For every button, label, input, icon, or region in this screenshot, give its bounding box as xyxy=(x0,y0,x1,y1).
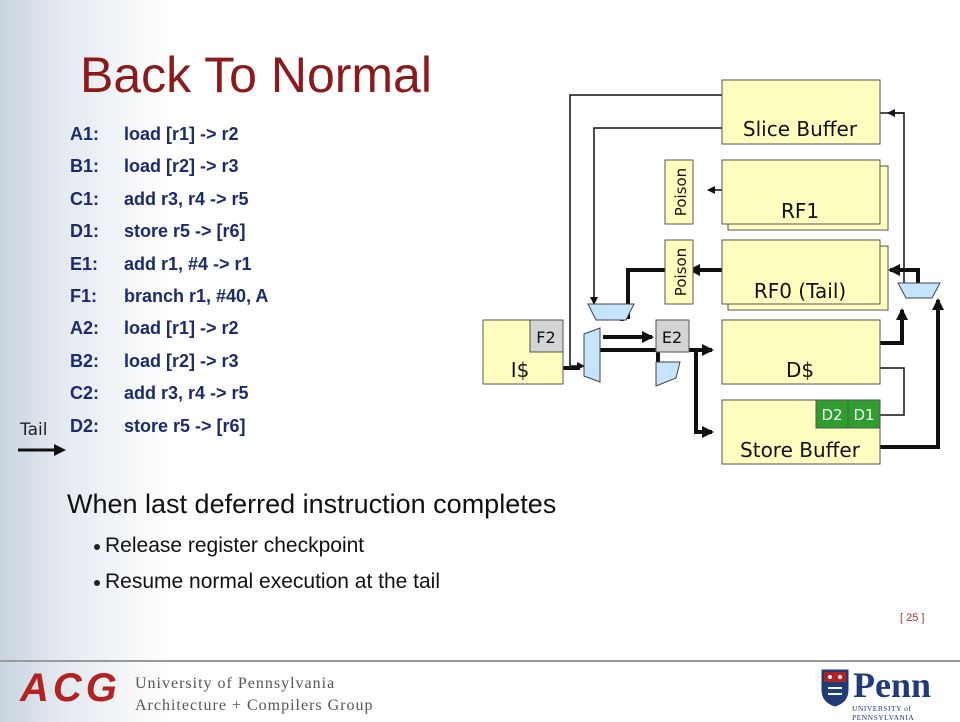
fetch-mux xyxy=(583,327,601,383)
penn-shield-icon xyxy=(821,669,849,707)
poison-bottom-box xyxy=(664,239,694,305)
code-label: B2: xyxy=(70,350,100,371)
d2-label: D2 xyxy=(821,406,842,424)
wire-regmux-up xyxy=(626,268,670,319)
footer-divider xyxy=(0,660,960,662)
wire-slice-to-regmux xyxy=(590,127,722,305)
slice-buffer-label: Slice Buffer xyxy=(743,117,858,141)
acg-logo: ACG xyxy=(20,666,121,710)
page-number: [ 25 ] xyxy=(900,612,925,624)
code-instruction: load [r1] -> r2 xyxy=(124,318,239,339)
wire-storebuffer-up xyxy=(880,298,944,449)
dcache-label: D$ xyxy=(786,358,814,382)
e2-stage xyxy=(655,319,690,353)
d1-entry xyxy=(847,399,881,429)
penn-logo-subtext: UNIVERSITY of PENNSYLVANIA xyxy=(852,704,915,722)
code-instruction: add r3, r4 -> r5 xyxy=(124,188,249,209)
wire-to-storebuffer xyxy=(694,350,714,438)
code-line: B1: load [r2] -> r3 xyxy=(70,156,268,188)
code-label: A1: xyxy=(70,124,100,144)
d2-entry xyxy=(815,399,849,429)
bullet-list: Release register checkpoint Resume norma… xyxy=(93,534,440,606)
code-line: A2: load [r1] -> r2 xyxy=(70,318,268,350)
icache-box xyxy=(482,319,564,385)
code-line: A1: load [r1] -> r2 xyxy=(70,124,268,156)
poison-top-label: Poison xyxy=(672,168,690,216)
slide-title: Back To Normal xyxy=(80,47,432,103)
code-label: A2: xyxy=(70,318,100,339)
tail-label: Tail xyxy=(20,420,48,440)
penn-logo-text: Penn xyxy=(853,665,932,705)
code-label: D1: xyxy=(70,221,100,242)
rf1-box xyxy=(721,159,881,225)
rf0-label: RF0 (Tail) xyxy=(754,279,846,303)
f2-stage xyxy=(529,319,564,353)
store-buffer-label: Store Buffer xyxy=(740,438,861,462)
writeback-mux xyxy=(897,282,941,299)
code-label: F1: xyxy=(70,285,97,306)
code-instruction: load [r2] -> r3 xyxy=(124,156,239,177)
d1-label: D1 xyxy=(853,406,874,424)
code-instruction: add r1, #4 -> r1 xyxy=(124,253,252,274)
code-label: C2: xyxy=(70,383,100,404)
wire-dcache-to-d1 xyxy=(878,367,905,416)
rf0-box xyxy=(721,239,881,305)
wire-mux-to-rf0 xyxy=(888,264,920,283)
code-instruction: load [r2] -> r3 xyxy=(124,350,239,371)
code-instruction: add r3, r4 -> r5 xyxy=(124,383,249,404)
dcache-box xyxy=(721,319,881,385)
code-label: B1: xyxy=(70,156,100,177)
rf1-label: RF1 xyxy=(781,199,819,223)
wire-slice-to-mux xyxy=(569,94,722,370)
upenn-wordmark: University of Pennsylvania Architecture … xyxy=(135,673,374,717)
code-instruction: store r5 -> [r6] xyxy=(124,221,246,242)
code-instruction: load [r1] -> r2 xyxy=(124,124,239,144)
e2-latch xyxy=(655,361,681,387)
tail-arrow-icon xyxy=(18,444,66,456)
code-instruction: branch r1, #40, A xyxy=(124,285,269,306)
code-label: E1: xyxy=(70,253,99,274)
icache-label: I$ xyxy=(511,358,530,382)
code-instruction: store r5 -> [r6] xyxy=(124,415,246,436)
code-line: E1: add r1, #4 -> r1 xyxy=(70,254,268,286)
code-line: D2: store r5 -> [r6] xyxy=(70,416,268,448)
bullet-item: Release register checkpoint xyxy=(93,534,440,570)
poison-top-box xyxy=(664,159,694,225)
code-label: C1: xyxy=(70,188,100,209)
f2-label: F2 xyxy=(536,328,555,347)
upenn-line-2: Architecture + Compilers Group xyxy=(135,697,374,714)
wire-dcache-up xyxy=(880,308,908,345)
wire-slice-return xyxy=(880,112,905,283)
rf0-back-box xyxy=(727,245,889,311)
code-line: C1: add r3, r4 -> r5 xyxy=(70,189,268,221)
headline: When last deferred instruction completes xyxy=(67,489,557,519)
reg-mux xyxy=(587,303,635,321)
code-line: F1: branch r1, #40, A xyxy=(70,286,268,318)
e2-label: E2 xyxy=(662,328,682,347)
upenn-line-1: University of Pennsylvania xyxy=(135,675,336,692)
slice-buffer-box xyxy=(721,79,881,145)
code-label: D2: xyxy=(70,415,100,436)
code-line: D1: store r5 -> [r6] xyxy=(70,221,268,253)
bullet-item: Resume normal execution at the tail xyxy=(93,570,440,606)
code-line: C2: add r3, r4 -> r5 xyxy=(70,383,268,415)
poison-bottom-label: Poison xyxy=(672,248,690,296)
rf1-back-box xyxy=(727,165,889,231)
store-buffer-box xyxy=(721,399,881,465)
code-line: B2: load [r2] -> r3 xyxy=(70,351,268,383)
code-listing: A1: load [r1] -> r2 B1: load [r2] -> r3 C1… xyxy=(70,124,268,448)
